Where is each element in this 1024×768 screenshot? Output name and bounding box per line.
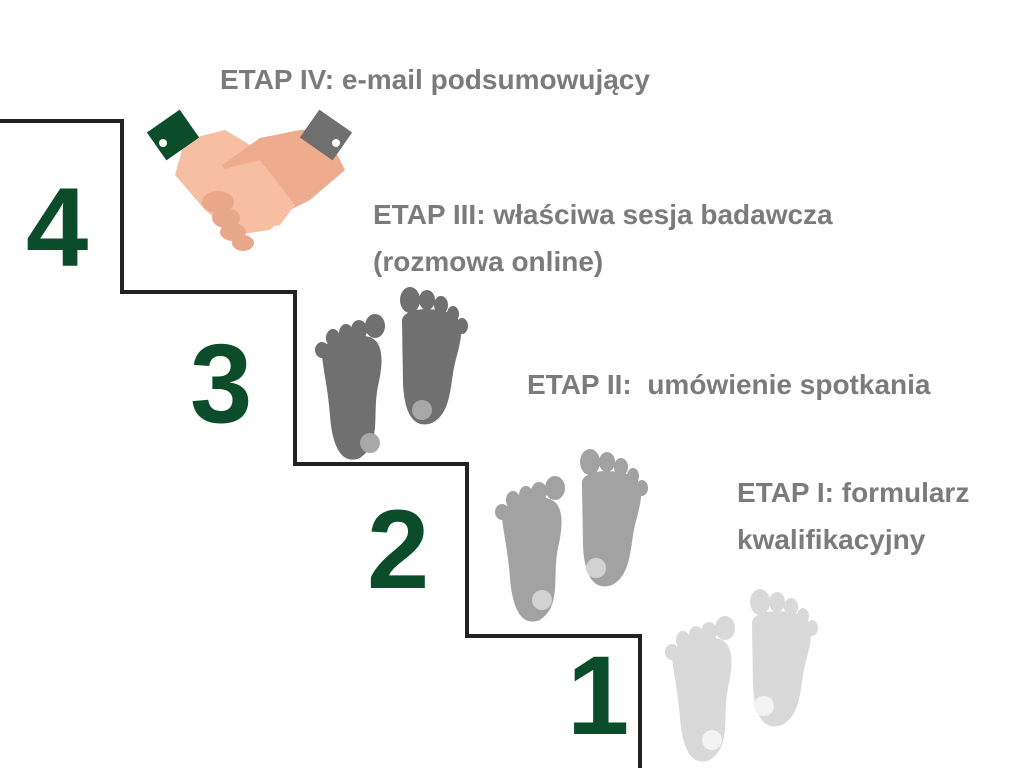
- handshake-icon: [146, 109, 353, 251]
- label-line: ETAP IV: e-mail podsumowujący: [220, 64, 650, 95]
- step-1-label: ETAP I: formularz kwalifikacyjny: [737, 469, 969, 563]
- step-2-label: ETAP II: umówienie spotkania: [527, 361, 930, 408]
- step-number-2: 2: [367, 487, 430, 612]
- label-line: kwalifikacyjny: [737, 524, 926, 555]
- step-3-label: ETAP III: właściwa sesja badawcza (rozmow…: [373, 191, 833, 285]
- label-line: ETAP II: umówienie spotkania: [527, 369, 931, 400]
- step-number-1: 1: [567, 633, 630, 758]
- step-number-4: 4: [26, 165, 89, 290]
- step-number-3: 3: [190, 321, 253, 446]
- label-line: ETAP I: formularz: [737, 477, 970, 508]
- footprints-icon: [315, 287, 468, 460]
- label-line: ETAP III: właściwa sesja badawcza: [373, 199, 833, 230]
- step-4-label: ETAP IV: e-mail podsumowujący: [220, 56, 650, 103]
- footprints-icon: [495, 449, 648, 622]
- label-line: (rozmowa online): [373, 246, 604, 277]
- footprints-icon: [665, 589, 818, 762]
